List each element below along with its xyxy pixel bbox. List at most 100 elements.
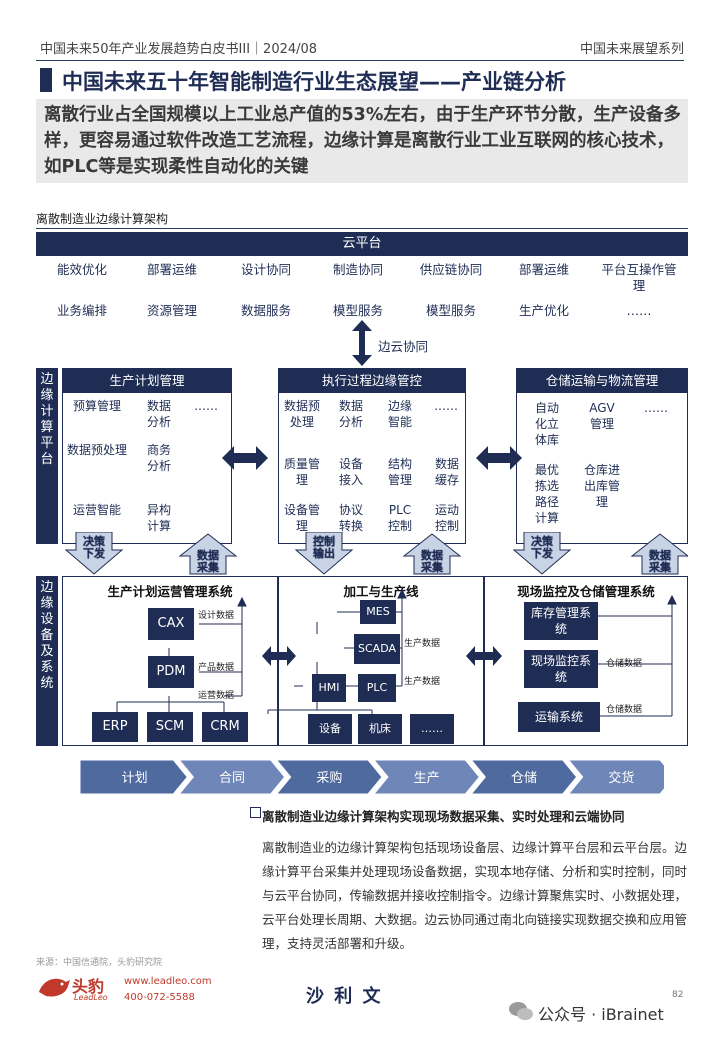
panel-item: 数据预处理 <box>66 443 127 457</box>
panel-title: 仓储运输与物流管理 <box>517 369 687 393</box>
process-step-chevron <box>276 760 383 794</box>
site-monitor-system-box: 现场监控系统 <box>524 650 598 688</box>
watermark-text: 公众号 · iBrainet <box>538 1005 664 1024</box>
erp-box: ERP <box>92 712 138 742</box>
cloud-service-item: 制造协同 <box>332 262 383 277</box>
cloud-service-item: 部署运维 <box>146 262 197 277</box>
page-number: 82 <box>672 990 684 1000</box>
website-text[interactable]: www.leadleo.com <box>124 976 212 987</box>
panel-item: 商务分析 <box>146 443 171 473</box>
edge-platform-label: 边缘计算平台 <box>36 368 58 544</box>
flow-label: 生产数据 <box>404 639 441 649</box>
panel-warehouse-logistics: 仓储运输与物流管理 <box>516 368 688 544</box>
process-flow: 计划合同采购生产仓储交货 <box>80 760 664 794</box>
source-text: 来源：中国信通院，头豹研究院 <box>36 958 163 968</box>
process-step-chevron <box>373 760 480 794</box>
checkbox-icon <box>250 807 261 818</box>
note-title: 离散制造业边缘计算架构实现现场数据采集、实时处理和云端协同 <box>262 809 625 824</box>
leopard-logo-icon <box>39 978 70 997</box>
cloud-service-item: 设计协同 <box>240 262 291 277</box>
edge-cloud-arrow <box>352 320 372 366</box>
wechat-icon <box>509 1002 533 1020</box>
cloud-service-item: 业务编排 <box>56 303 107 318</box>
panel-item: PLC控制 <box>387 503 412 533</box>
vertical-label-text: 边缘计算平台 <box>40 372 54 467</box>
process-step-label: 合同 <box>219 771 245 786</box>
flow-label: 运营数据 <box>198 691 235 701</box>
up-arrow-label: 数据采集 <box>421 549 443 574</box>
process-step-chevron <box>568 760 664 794</box>
cloud-service-item: 模型服务 <box>332 303 383 318</box>
panel-item: …… <box>434 399 458 413</box>
device-box: 设备 <box>308 714 352 744</box>
cloud-service-item: 供应链协同 <box>419 262 483 277</box>
down-arrow-icon <box>512 532 572 575</box>
down-arrow-icon <box>64 532 124 575</box>
up-arrow-label: 数据采集 <box>197 549 219 574</box>
panel-item: 边缘智能 <box>387 399 412 429</box>
plc-box: PLC <box>358 674 396 702</box>
cloud-service-item: 平台互操作管理 <box>601 262 677 293</box>
flow-label: 仓储数据 <box>606 705 643 715</box>
up-arrow-label: 数据采集 <box>649 549 671 574</box>
down-arrow-label: 决策下发 <box>83 535 105 560</box>
cloud-service-item: 能效优化 <box>56 262 107 277</box>
process-step-label: 采购 <box>316 770 342 786</box>
system-title: 生产计划运营管理系统 <box>107 584 233 599</box>
up-arrow-icon <box>402 533 462 575</box>
process-step-label: 生产 <box>414 771 440 786</box>
flow-label: 产品数据 <box>198 663 235 673</box>
brand-en: LeadLeo <box>74 993 108 1002</box>
panel-item: 数据预处理 <box>284 399 321 429</box>
cloud-service-item: 数据服务 <box>240 303 291 318</box>
process-step-chevron <box>80 760 188 794</box>
summary-box <box>36 99 688 183</box>
panel-item: 最优拣选路径计算 <box>534 463 559 525</box>
process-step-label: 计划 <box>122 771 148 786</box>
summary-text: 离散行业占全国规模以上工业总产值的53%左右，由于生产环节分散，生产设备多样，更… <box>44 105 681 177</box>
process-step-chevron <box>178 760 286 794</box>
panel-item: 数据分析 <box>146 399 171 429</box>
title-marker <box>40 68 52 92</box>
flow-label: 仓储数据 <box>606 659 643 669</box>
panel-item: 设备接入 <box>338 457 363 487</box>
process-step-label: 仓储 <box>511 771 537 786</box>
frost-sullivan-stamp: 沙 利 文 <box>306 986 383 1007</box>
cloud-service-item: 部署运维 <box>518 262 569 277</box>
pdm-box: PDM <box>148 656 194 688</box>
diagram-divider <box>36 228 688 229</box>
double-arrow-icon <box>466 646 502 666</box>
cax-box: CAX <box>148 608 194 640</box>
machine-tool-box: 机床 <box>358 714 402 744</box>
panel-item: AGV管理 <box>589 401 615 431</box>
hmi-box: HMI <box>312 674 346 702</box>
cloud-service-item: …… <box>626 303 652 318</box>
panel-item: 质量管理 <box>284 457 321 487</box>
updown-arrows <box>64 532 688 575</box>
header-right: 中国未来展望系列 <box>579 42 684 57</box>
header-divider <box>36 60 684 61</box>
panel-item: 自动化立体库 <box>534 401 559 447</box>
flow-label: 设计数据 <box>198 611 235 621</box>
scm-box: SCM <box>147 712 193 742</box>
cloud-service-item: 模型服务 <box>425 303 476 318</box>
down-arrow-label: 控制输出 <box>313 535 335 560</box>
process-step-chevron <box>470 760 578 794</box>
brand-name: 头豹 <box>72 977 105 996</box>
panel-item: 协议转换 <box>338 503 363 533</box>
header-left: 中国未来50年产业发展趋势白皮书III｜2024/08 <box>40 42 318 57</box>
panel-title: 执行过程边缘管控 <box>279 369 465 393</box>
panel-production-plan: 生产计划管理 <box>62 368 232 544</box>
panel-item: 数据分析 <box>338 399 363 429</box>
panel-item: 运营智能 <box>72 503 121 517</box>
cloud-service-item: 生产优化 <box>518 303 569 318</box>
page-title: 中国未来五十年智能制造行业生态展望——产业链分析 <box>62 70 566 94</box>
panel-item: 仓库进出库管理 <box>584 463 621 509</box>
inventory-system-box: 库存管理系统 <box>524 602 598 640</box>
cloud-platform-bar: 云平台 <box>36 232 688 256</box>
cloud-service-item: 资源管理 <box>146 303 197 318</box>
panel-item: 数据缓存 <box>434 457 459 487</box>
panel-item: 异构计算 <box>146 503 171 533</box>
double-arrow-icon <box>222 446 268 470</box>
panel-item: 运动控制 <box>434 503 459 533</box>
